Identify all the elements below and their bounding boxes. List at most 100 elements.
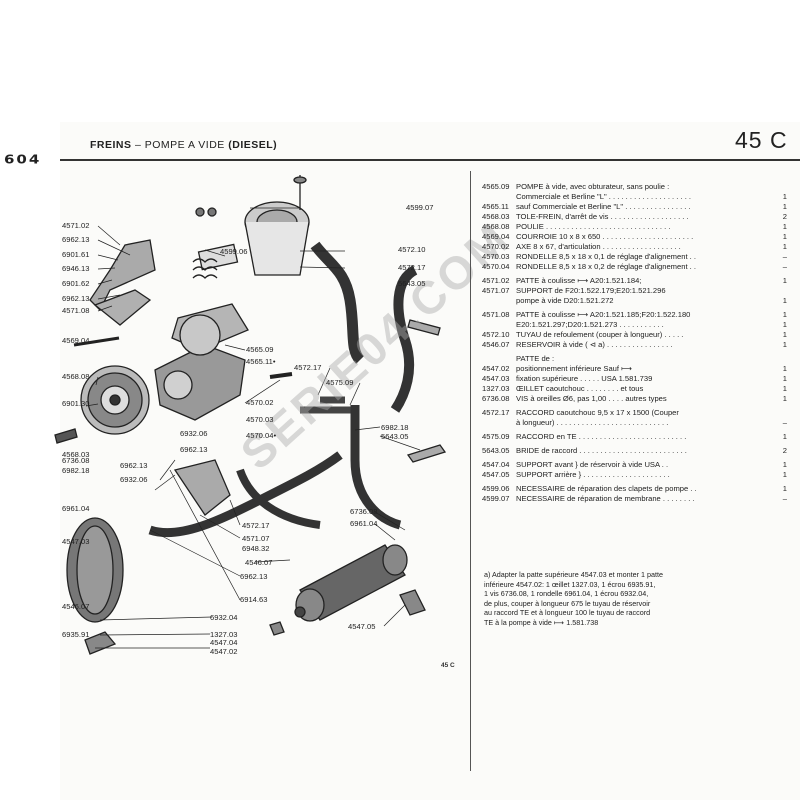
page-title: FREINS – POMPE A VIDE (DIESEL) (90, 139, 277, 151)
part-description: BRIDE de raccord . . . . . . . . . . . .… (516, 446, 687, 455)
part-description: fixation supérieure . . . . . USA 1.581.… (516, 374, 653, 383)
title-sub: – POMPE A VIDE (134, 139, 225, 151)
part-number: 5643.05 (482, 446, 510, 455)
callout-label: 4565.09 (246, 345, 274, 354)
part-number (482, 296, 516, 306)
parts-row: PATTE de : (482, 354, 787, 364)
callout-label: 6935.91 (62, 630, 90, 639)
part-quantity: 1 (782, 310, 787, 319)
callout-label: 4547.03 (62, 537, 90, 546)
part-quantity: 1 (782, 364, 787, 373)
parts-row: Commerciale et Berline "L" . . . . . . .… (482, 192, 787, 202)
part-quantity: 2 (782, 446, 787, 455)
part-number: 4546.07 (482, 340, 510, 349)
part-quantity (777, 408, 787, 418)
callout-label: 6932.06 (180, 429, 208, 438)
part-quantity: 1 (782, 394, 787, 403)
part-number: 4547.03 (482, 374, 510, 383)
callout-label: 4571.07 (242, 534, 270, 543)
callout-label: 6948.32 (242, 544, 270, 553)
part-quantity: 1 (782, 470, 787, 479)
callout-label: 4547.05 (348, 622, 376, 631)
discharge-hose (310, 241, 365, 364)
part-number: 4568.08 (482, 222, 510, 231)
catalog-page (60, 122, 800, 800)
part-quantity (777, 286, 787, 296)
callout-label: 6901.30 (62, 399, 90, 408)
part-description: VIS à oreilles Ø6, pas 1,00 . . . . autr… (516, 394, 667, 403)
callout-label: 4572.17 (398, 263, 426, 272)
part-description: POMPE à vide, avec obturateur, sans poul… (516, 182, 670, 191)
parts-row: à longueur) . . . . . . . . . . . . . . … (482, 418, 787, 428)
callout-label: 6962.13 (62, 235, 90, 244)
part-description: ŒILLET caoutchouc . . . . . . . . et tou… (516, 384, 644, 393)
footnote-line: TE à la pompe à vide ⟼ 1.581.738 (484, 617, 599, 627)
part-number: 4570.03 (482, 252, 510, 261)
callout-label: 4569.04 (62, 336, 90, 345)
part-description: AXE 8 x 67, d'articulation . . . . . . .… (516, 242, 681, 251)
callout-label: 6961.04 (62, 504, 90, 513)
part-quantity: 1 (782, 374, 787, 383)
callout-label: 6932.06 (120, 475, 148, 484)
part-quantity: 1 (782, 384, 787, 393)
part-quantity: – (782, 252, 787, 261)
callout-label: 6962.13 (120, 461, 148, 470)
part-description: SUPPORT arrière } . . . . . . . . . . . … (516, 470, 670, 479)
callout-label: 4571.02 (62, 221, 90, 230)
callout-label: 6982.18 (62, 466, 90, 475)
part-number: 4565.09 (482, 182, 510, 191)
part-number: 4599.07 (482, 494, 510, 503)
part-description: à longueur) . . . . . . . . . . . . . . … (516, 418, 669, 427)
part-quantity: – (782, 262, 787, 271)
callout-label: 4575.09 (326, 378, 354, 387)
part-quantity: 1 (782, 484, 787, 493)
part-number: 4572.17 (482, 408, 510, 417)
parts-list: 4565.09 POMPE à vide, avec obturateur, sa… (482, 182, 787, 504)
footnote-line: de plus, couper à longueur 675 le tuyau … (484, 598, 651, 608)
callout-label: 4599.07 (406, 203, 434, 212)
footnote-line: a) Adapter la patte supérieure 4547.03 e… (484, 570, 664, 579)
parts-row: 5643.05 BRIDE de raccord . . . . . . . . … (482, 446, 787, 456)
part-description: NECESSAIRE de réparation des clapets de … (516, 484, 697, 493)
callout-label: 4571.08 (62, 306, 90, 315)
part-quantity: – (782, 494, 787, 503)
part-quantity (777, 182, 787, 192)
part-description: pompe à vide D20:1.521.272 (516, 296, 614, 305)
part-description: RONDELLE 8,5 x 18 x 0,2 de réglage d'ali… (516, 262, 697, 271)
part-number (482, 354, 516, 364)
callout-label: 4570.02 (246, 398, 274, 407)
part-number: 4571.07 (482, 286, 510, 295)
callout-label: 6982.18 (381, 423, 409, 432)
part-quantity: – (782, 418, 787, 427)
callout-label: 4546.07 (62, 602, 90, 611)
part-quantity: 1 (782, 242, 787, 251)
callout-label: 5643.05 (381, 432, 409, 441)
part-description: PATTE de : (516, 354, 555, 363)
part-number: 4547.04 (482, 460, 510, 469)
part-description: RACCORD en TE . . . . . . . . . . . . . … (516, 432, 687, 441)
callout-label: 4568.08 (62, 372, 90, 381)
callout-label: 4572.17 (242, 521, 270, 530)
part-quantity: 1 (782, 202, 787, 211)
footnote-line: inférieure 4547.02: 1 œillet 1327.03, 1 … (484, 579, 656, 589)
callout-label: 4572.10 (398, 245, 426, 254)
part-number (482, 320, 516, 330)
parts-row: 4547.03 fixation supérieure . . . . . US… (482, 374, 787, 384)
callout-label: 4572.17 (294, 363, 322, 372)
callout-label: 6901.62 (62, 279, 90, 288)
part-quantity: 1 (782, 232, 787, 241)
part-description: RACCORD caoutchouc 9,5 x 17 x 1500 (Coup… (516, 408, 679, 417)
part-number (482, 192, 516, 202)
callout-label: 4547.02 (210, 647, 238, 656)
